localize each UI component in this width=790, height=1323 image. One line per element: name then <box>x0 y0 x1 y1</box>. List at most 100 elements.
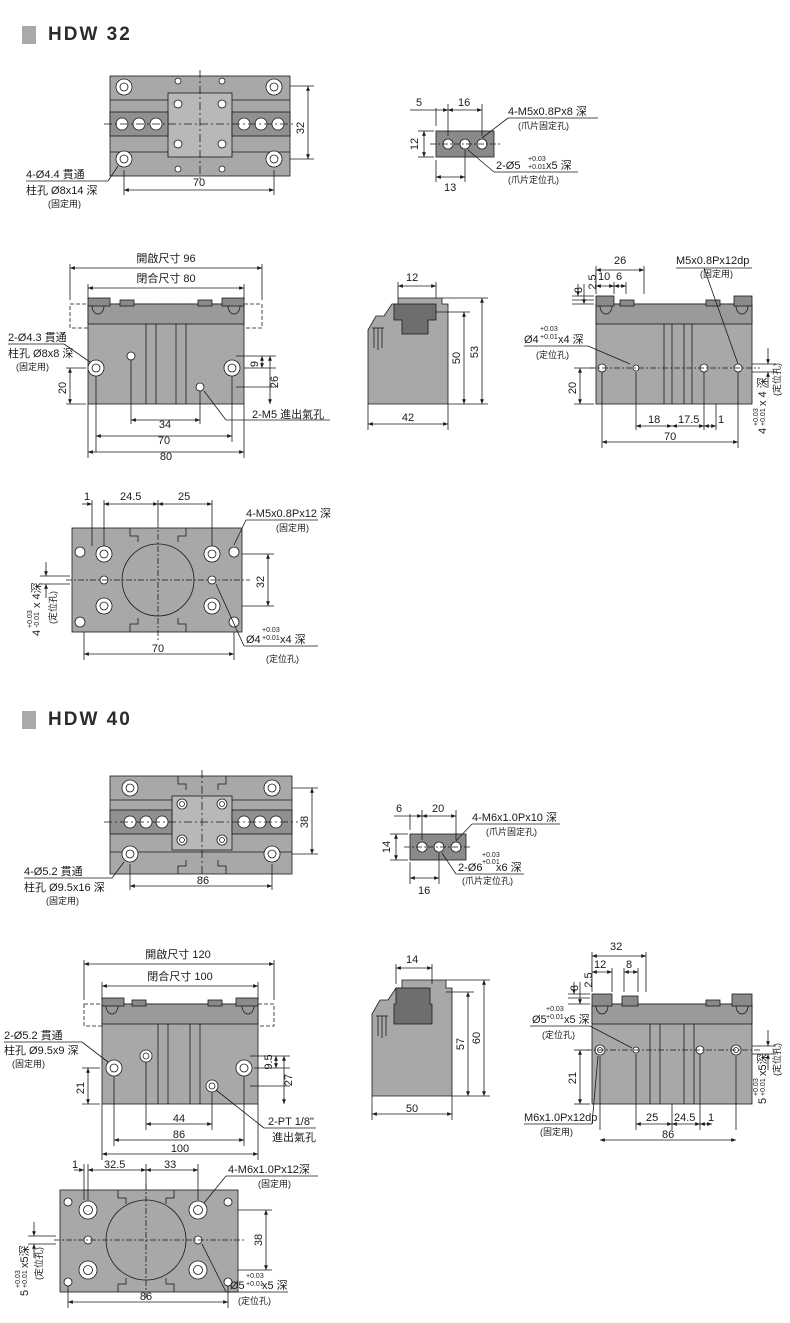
note-text: (定位孔) <box>47 591 58 624</box>
note-text: x6 深 <box>496 861 522 874</box>
note-text: 5 <box>19 1290 31 1296</box>
note-text: 4 <box>31 630 43 636</box>
dim-label: 26 <box>614 255 626 267</box>
dim-label: 2.5 <box>583 972 595 987</box>
tolerance-lower: +0.01 <box>760 408 767 426</box>
dim-label: 閉合尺寸 100 <box>147 969 212 983</box>
dim-label: 1 <box>84 491 90 503</box>
dim-label: 50 <box>451 352 463 364</box>
note-text: 2-Ø6 <box>458 862 482 874</box>
hdw32-right-view <box>524 266 776 448</box>
hdw40-jaw-labels: 6 20 14 16 4-M6x1.0Px10 深 (爪片固定孔) 2-Ø6 +… <box>381 803 557 897</box>
note-text: 柱孔 Ø9.5x16 深 <box>24 880 105 894</box>
tolerance-lower: +0.01 <box>760 1078 767 1096</box>
dim-label: 2.5 <box>587 274 599 289</box>
hdw40-bottom-labels: 1 32.5 33 4-M6x1.0Px12深 (固定用) 38 86 Ø5 +… <box>15 1159 310 1306</box>
note-text: x 4深 <box>30 582 43 608</box>
mount-hole <box>115 78 133 96</box>
hdw32-jaw-view <box>410 104 598 182</box>
note-text: (爪片定位孔) <box>508 174 559 185</box>
tolerance-lower: +0.01 <box>528 164 546 171</box>
tolerance-lower: +0.01 <box>262 635 280 642</box>
dim-label: 12 <box>594 959 606 971</box>
dim-label: 10 <box>598 271 610 283</box>
dim-label: 86 <box>197 875 209 887</box>
dim-label: 34 <box>159 419 171 431</box>
note-text: 2-Ø5 <box>496 160 520 172</box>
dim-label: 86 <box>662 1129 674 1141</box>
tolerance-lower: +0.01 <box>482 859 500 866</box>
note-text: 柱孔 Ø9.5x9 深 <box>4 1043 79 1057</box>
mount-hole <box>265 150 283 168</box>
note-text: M6x1.0Px12dp <box>524 1112 597 1124</box>
hdw32-side-labels: 12 50 53 42 <box>402 272 481 424</box>
hdw32-right-labels: 26 10 6 3 2.5 M5x0.8Px12dp (固定用) Ø4 +0.0… <box>524 255 782 443</box>
dim-label: 閉合尺寸 80 <box>136 271 195 285</box>
note-text: (固定用) <box>276 522 309 533</box>
dim-label: 32 <box>295 122 307 134</box>
note-text: (固定用) <box>12 1058 45 1069</box>
dim-label: 38 <box>299 816 311 828</box>
note-text: 4-Ø5.2 貫通 <box>24 865 83 878</box>
dim-label: 16 <box>458 97 470 109</box>
hdw32-side-view <box>367 282 488 430</box>
note-text: Ø5 <box>230 1280 245 1292</box>
note-text: (定位孔) <box>771 1043 782 1076</box>
dim-label: 57 <box>455 1038 467 1050</box>
dim-label: 12 <box>406 272 418 284</box>
note-text: (定位孔) <box>536 349 569 360</box>
dim-label: 24.5 <box>674 1112 695 1124</box>
note-text: 4-M5x0.8Px12 深 <box>246 507 331 520</box>
note-text: 柱孔 Ø8x14 深 <box>26 183 98 197</box>
hdw32-front-labels: 開啟尺寸 96 閉合尺寸 80 2-Ø4.3 貫通 柱孔 Ø8x8 深 (固定用… <box>8 251 324 463</box>
hdw40-top-view <box>24 770 318 890</box>
dim-label: 21 <box>75 1082 87 1094</box>
hdw40-bottom-view <box>28 1164 318 1308</box>
dim-label: 32.5 <box>104 1159 125 1171</box>
note-text: (定位孔) <box>33 1247 44 1280</box>
hdw40-front-view <box>4 960 316 1160</box>
note-text: 4-M6x1.0Px10 深 <box>472 811 557 824</box>
dim-label: 開啟尺寸 96 <box>136 251 195 265</box>
note-text: 2-Ø5.2 貫通 <box>4 1029 63 1042</box>
dim-label: 14 <box>406 954 418 966</box>
note-text: (固定用) <box>48 198 81 209</box>
section-header-hdw32: HDW 32 <box>22 24 132 46</box>
note-text: 4 <box>757 428 769 434</box>
hdw32-jaw-labels: 5 16 12 13 4-M5x0.8Px8 深 (爪片固定孔) 2-Ø5 +0… <box>409 97 587 194</box>
dim-label: 70 <box>193 177 205 189</box>
hdw40-side-view <box>371 964 490 1120</box>
note-text: 4-M5x0.8Px8 深 <box>508 105 587 118</box>
note-text: M5x0.8Px12dp <box>676 255 749 267</box>
note-text: Ø4 <box>524 334 539 346</box>
note-text: 2-PT 1/8" <box>268 1116 314 1128</box>
dim-label: 25 <box>646 1112 658 1124</box>
dim-label: 14 <box>381 841 393 853</box>
hdw40-side-labels: 14 57 60 50 <box>406 954 483 1115</box>
dim-label: 42 <box>402 412 414 424</box>
dim-label: 1 <box>708 1112 714 1124</box>
dim-label: 開啟尺寸 120 <box>145 947 210 961</box>
note-text: 4-Ø4.4 貫通 <box>26 168 85 181</box>
dim-label: 70 <box>158 435 170 447</box>
dim-label: 17.5 <box>678 414 699 426</box>
section-marker <box>22 26 36 44</box>
tolerance-lower: +0.01 <box>246 1281 264 1288</box>
dim-label: 86 <box>140 1291 152 1303</box>
hdw40-right-labels: 32 12 8 3 2.5 Ø5 +0.03 +0.01 x5 深 (定位孔) … <box>524 941 782 1141</box>
tolerance-upper: +0.03 <box>262 627 280 634</box>
hdw40-jaw-view <box>390 810 560 884</box>
dim-label: 100 <box>171 1143 189 1155</box>
tolerance-upper: +0.03 <box>540 326 558 333</box>
dim-label: 38 <box>253 1234 265 1246</box>
dim-label: 27 <box>283 1074 295 1086</box>
dim-label: 9 <box>249 361 261 367</box>
dim-label: 9.5 <box>263 1054 275 1069</box>
note-text: (定位孔) <box>771 363 782 396</box>
section-title: HDW 40 <box>48 709 132 730</box>
dim-label: 32 <box>255 576 267 588</box>
tolerance-upper: +0.03 <box>246 1273 264 1280</box>
dim-label: 16 <box>418 885 430 897</box>
dim-label: 6 <box>396 803 402 815</box>
note-text: 2-Ø4.3 貫通 <box>8 331 67 344</box>
